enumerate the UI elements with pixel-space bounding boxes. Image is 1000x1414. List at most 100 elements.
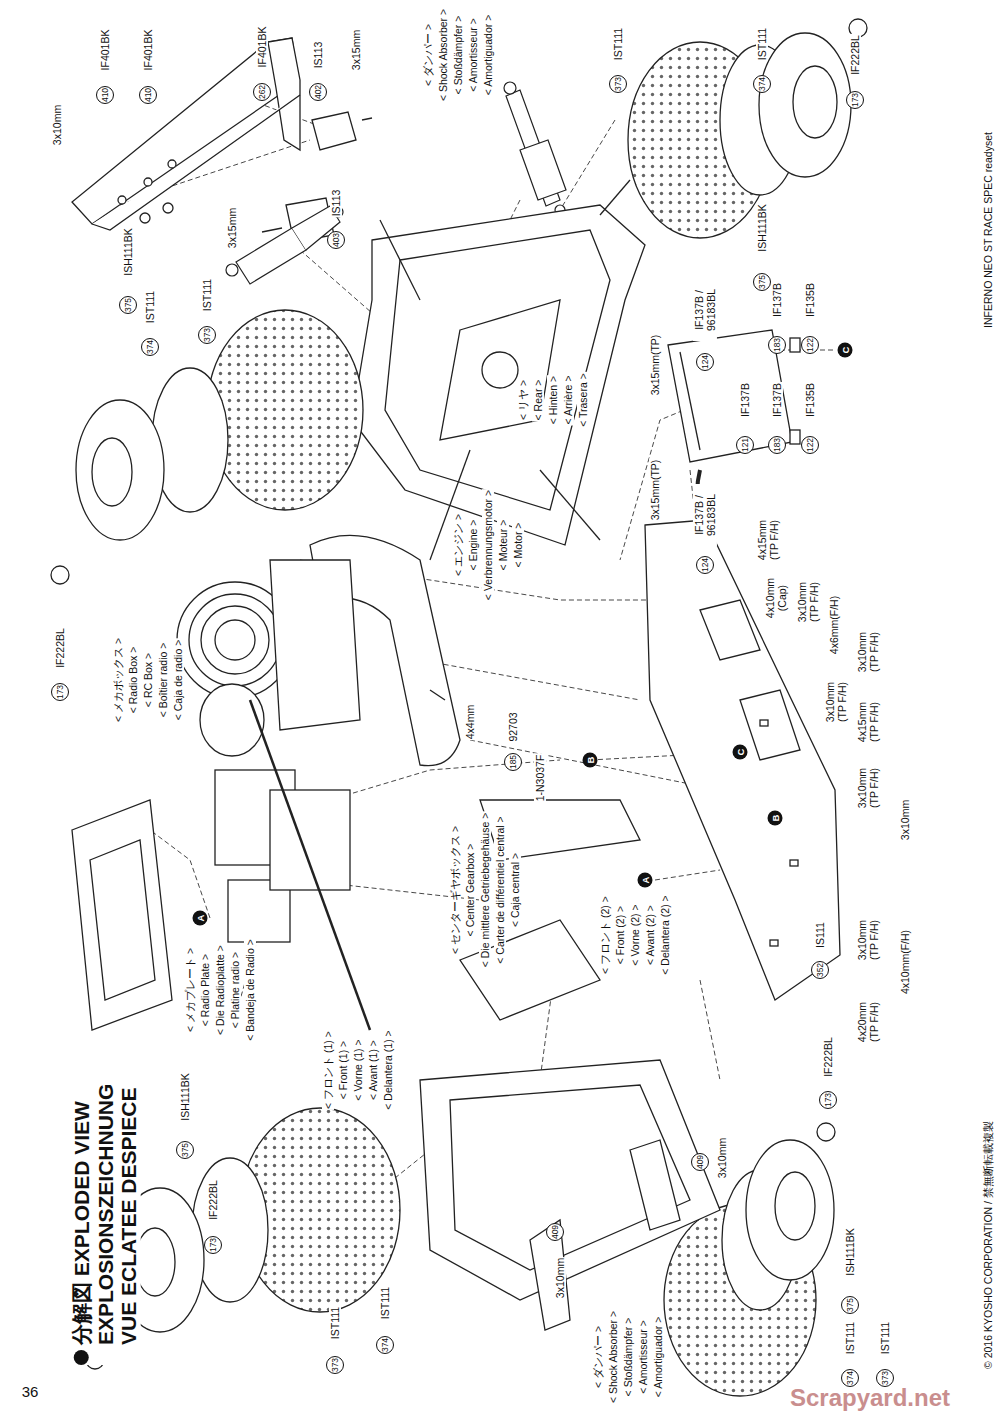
callout-number: 121 — [736, 436, 754, 454]
part-label: 92703 — [507, 711, 519, 742]
part-label: < Radio Plate > — [199, 953, 211, 1027]
part-label: < Front (1) > — [337, 1040, 349, 1100]
main-chassis — [760, 720, 768, 726]
wheel — [775, 1172, 815, 1240]
connection-marker: A — [193, 911, 208, 926]
part-label: < Radio Box > — [127, 646, 139, 715]
engine — [200, 684, 264, 756]
part-label: < メカプレート > — [184, 947, 196, 1033]
wheel — [135, 1228, 175, 1296]
part-label: < フロント (2) > — [599, 895, 611, 975]
fuel-tank — [668, 300, 800, 540]
callout-number: 375 — [176, 1141, 194, 1159]
part-label: < Boîtier radio > — [157, 642, 169, 719]
leader-lines — [655, 870, 720, 880]
part-label: < センターギヤボックス > — [449, 825, 461, 955]
part-label: < Verbrennungsmotor > — [482, 489, 494, 601]
wheel — [207, 310, 363, 510]
part-label: IF135B — [804, 382, 816, 418]
part-label: © 2016 KYOSHO CORPORATION / 禁無断転載複製 — [982, 1120, 994, 1370]
callout-number: 375 — [841, 1296, 859, 1314]
part-label: INFERNO NEO ST RACE SPEC readyset — [982, 131, 994, 329]
wheel — [817, 1123, 835, 1141]
part-label: IST111 — [879, 1321, 891, 1355]
part-label: < Die Radioplatte > — [214, 944, 226, 1036]
wheel — [76, 400, 164, 540]
part-label: 4x15mm (TP F/H) — [756, 512, 780, 569]
rear-wing — [140, 213, 150, 223]
main-chassis — [645, 520, 840, 1000]
wheel — [192, 1158, 268, 1302]
wheel — [793, 66, 837, 138]
radio-box — [250, 700, 370, 1030]
part-label: IST111 — [844, 1321, 856, 1355]
part-label: IST111 — [756, 27, 768, 61]
connection-marker: C — [733, 745, 748, 760]
leader-lines — [420, 660, 640, 700]
callout-number: 374 — [376, 1336, 394, 1354]
part-label: 3x10mm (TP F/H) — [796, 574, 820, 631]
shock-absorber — [236, 228, 306, 284]
part-label: < Shock Absorber > — [607, 1310, 619, 1404]
wheel — [152, 368, 228, 512]
callout-number: 183 — [768, 336, 786, 354]
callout-number: 374 — [753, 75, 771, 93]
callout-number: 173 — [51, 683, 69, 701]
part-label: ISH111BK — [756, 203, 768, 252]
wheel — [92, 438, 132, 506]
part-label: 4x15mm (TP F/H) — [856, 694, 880, 751]
part-label: < Caja de radio > — [172, 639, 184, 722]
leader-lines — [560, 120, 615, 210]
part-label: < Motor > — [512, 522, 524, 569]
part-label: < Stoßdämpfer > — [452, 15, 464, 96]
part-label: < ダンパー > — [592, 1325, 604, 1389]
part-label: < ダンパー > — [422, 23, 434, 87]
part-label: < Amortiguador > — [482, 14, 494, 97]
callout-number: 374 — [841, 1369, 859, 1387]
part-label: 3x10mm — [716, 1137, 728, 1179]
callout-number: 402 — [309, 83, 327, 101]
wheel — [759, 33, 851, 177]
part-label: IF401BK — [99, 29, 111, 72]
part-label: < フロント (1) > — [322, 1030, 334, 1110]
part-label: 3x10mm (TP F/H) — [856, 760, 880, 817]
engine — [177, 535, 460, 765]
part-label: < Avant (2) > — [644, 904, 656, 966]
engine — [189, 594, 281, 686]
part-label: IF222BL — [849, 34, 861, 76]
watermark: Scrapyard.net — [789, 1384, 951, 1412]
radio-box — [90, 840, 155, 1000]
part-label: < Shock Absorber > — [437, 8, 449, 102]
rear-suspension-assembly — [440, 300, 560, 440]
part-label: < Amortiguador > — [652, 1316, 664, 1399]
callout-number: 124 — [696, 353, 714, 371]
shock-absorber — [504, 82, 516, 94]
part-label: IS111 — [814, 921, 826, 949]
part-label: IF135B — [804, 282, 816, 318]
wheel — [746, 1140, 834, 1280]
part-label: < エンジン > — [452, 513, 464, 577]
callout-number: 403 — [327, 231, 345, 249]
rear-wing — [268, 38, 300, 150]
shock-absorber — [226, 264, 238, 276]
part-label: < Front (2) > — [614, 905, 626, 965]
part-label: < RC Box > — [142, 652, 154, 708]
part-label: IF222BL — [207, 1179, 219, 1221]
part-label: IF222BL — [54, 627, 66, 669]
part-label: 4x6mm(F/H) — [828, 595, 840, 655]
engine — [215, 620, 255, 660]
front-chassis — [630, 1140, 680, 1230]
page-number: 36 — [21, 1383, 40, 1400]
part-label: 3x15mm(TP) — [649, 459, 661, 522]
part-label: IST111 — [379, 1286, 391, 1320]
front-chassis — [420, 1060, 720, 1300]
rear-wing — [92, 95, 300, 230]
fuel-tank — [668, 330, 792, 462]
main-chassis — [790, 860, 798, 866]
part-label: 3x15mm — [226, 207, 238, 249]
main-chassis — [645, 520, 840, 1000]
callout-number: 409 — [691, 1153, 709, 1171]
part-label: < Trasera > — [577, 372, 589, 428]
part-label: < Stoßdämpfer > — [622, 1317, 634, 1398]
callout-number: 410 — [139, 86, 157, 104]
